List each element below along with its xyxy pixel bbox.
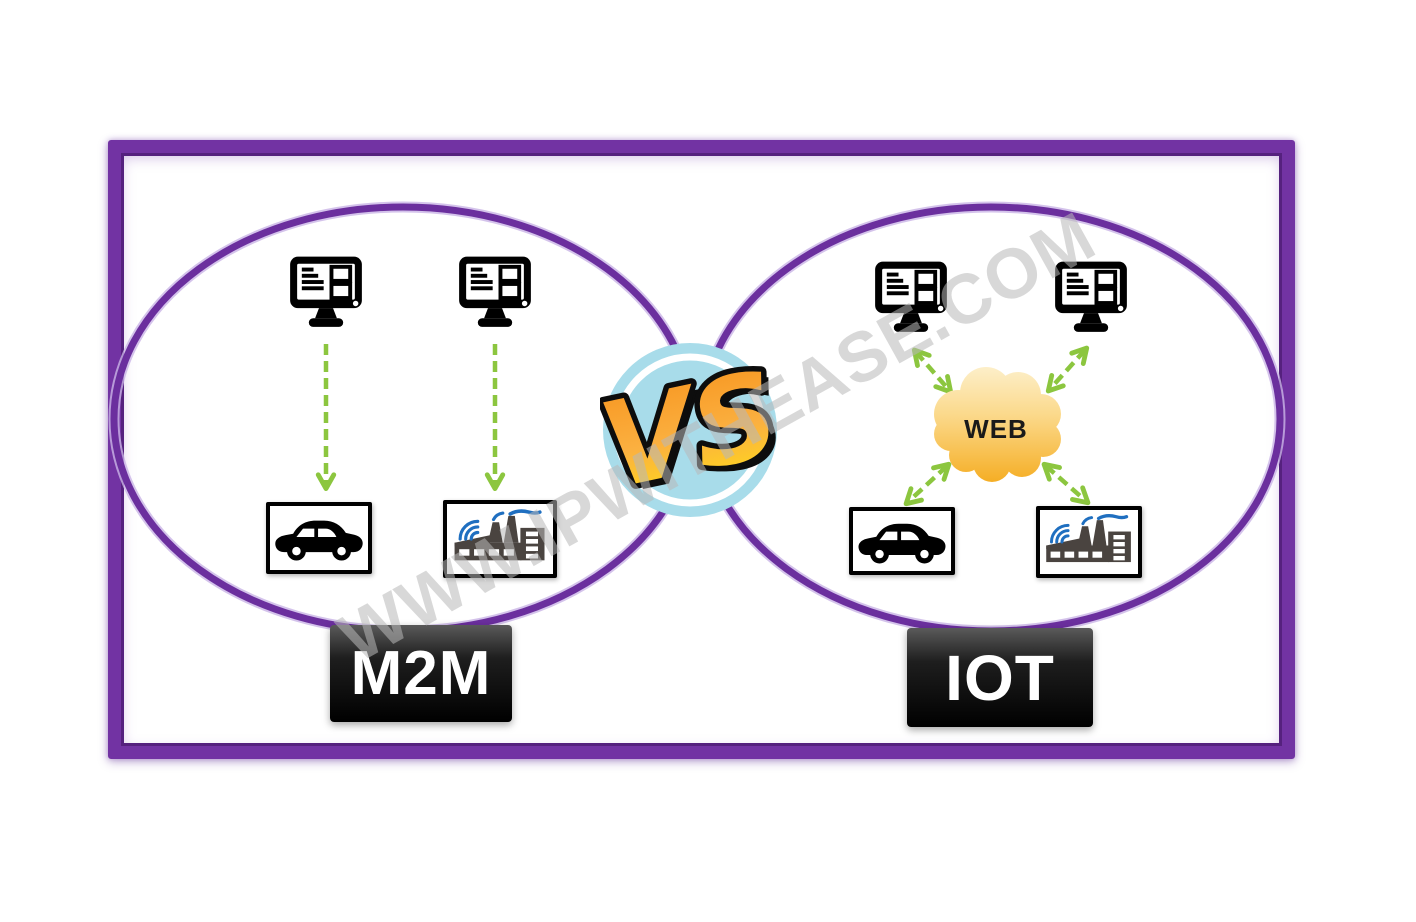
m2m-label-box: M2M xyxy=(330,625,512,722)
smart-factory-icon xyxy=(1036,506,1142,578)
car-icon xyxy=(849,507,955,575)
iot-title: IOT xyxy=(945,641,1055,714)
vs-badge: VS VS xyxy=(584,339,798,522)
computer-icon xyxy=(459,256,531,327)
arrow-computer4-cloud xyxy=(1045,345,1090,394)
arrow-computer3-cloud xyxy=(911,347,954,395)
web-label: WEB xyxy=(964,413,1028,444)
computer-icon xyxy=(875,261,947,332)
iot-label-box: IOT xyxy=(907,628,1093,727)
arrow-cloud-factory xyxy=(1041,461,1091,506)
computer-icon xyxy=(290,256,362,327)
m2m-title: M2M xyxy=(350,639,492,708)
arrow-cloud-car xyxy=(903,461,952,507)
computer-icon xyxy=(1055,261,1127,332)
smart-factory-icon xyxy=(443,500,557,578)
web-cloud: WEB xyxy=(926,360,1066,482)
car-icon xyxy=(266,502,372,574)
